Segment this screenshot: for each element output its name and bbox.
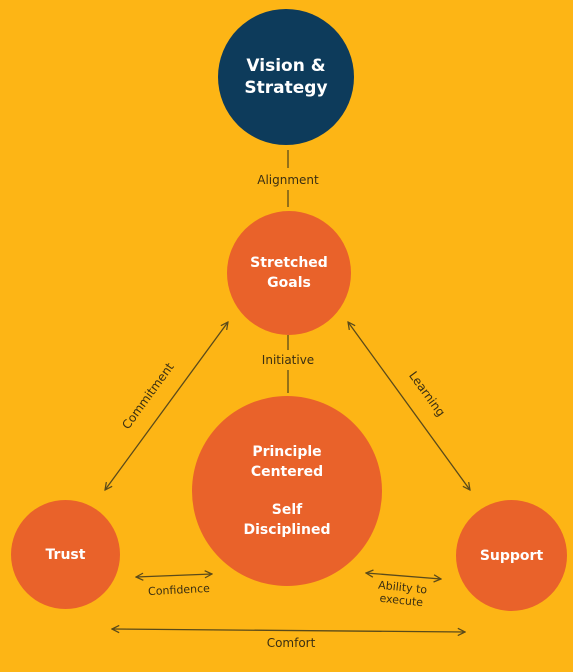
confidence-arrow	[136, 574, 212, 577]
vision-strategy-label-line1: Vision &	[246, 56, 326, 76]
support-node: Support	[456, 500, 567, 611]
vision-strategy-node: Vision & Strategy	[218, 9, 354, 145]
learning-arrow	[348, 322, 470, 490]
commitment-arrow	[105, 322, 228, 490]
trust-node: Trust	[11, 500, 120, 609]
comfort-arrow	[112, 629, 465, 632]
stretched-goals-label-line1: Stretched	[250, 255, 328, 271]
principle-centered-node: Principle Centered Self Disciplined	[192, 396, 382, 586]
stretched-goals-label-line2: Goals	[267, 275, 311, 291]
ability-to-execute-label: Ability to execute	[376, 579, 428, 610]
trust-label: Trust	[45, 546, 86, 563]
centered-label: Centered	[250, 464, 324, 480]
stretched-goals-node: Stretched Goals	[227, 211, 351, 335]
initiative-label: Initiative	[261, 353, 315, 367]
self-label: Self	[271, 502, 303, 518]
comfort-label: Comfort	[266, 636, 316, 650]
ability-arrow	[366, 573, 441, 579]
alignment-label: Alignment	[257, 173, 319, 187]
principle-label: Principle	[252, 444, 322, 460]
vision-strategy-label-line2: Strategy	[244, 78, 328, 98]
support-label: Support	[479, 547, 544, 564]
disciplined-label: Disciplined	[243, 522, 331, 538]
